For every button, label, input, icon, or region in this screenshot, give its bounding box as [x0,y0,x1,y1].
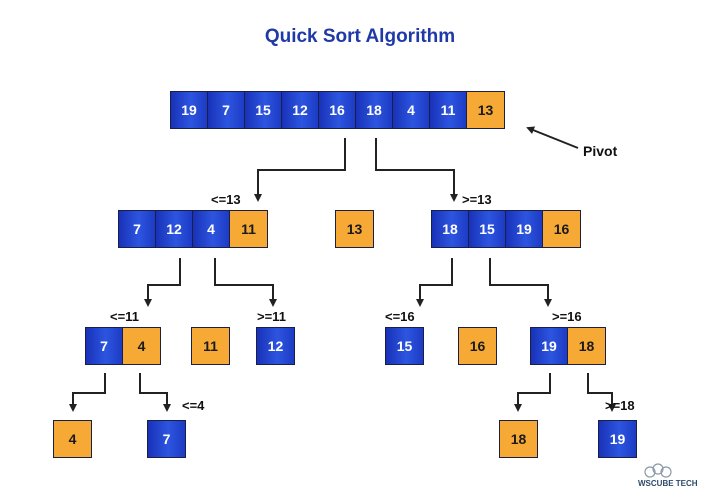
partition-label: >=18 [605,398,635,413]
array-cell: 15 [469,211,506,247]
array-group: 13 [335,210,374,248]
array-cell: 7 [208,92,245,128]
pivot-label: Pivot [583,143,618,159]
pivot-cell: 16 [459,328,496,364]
pivot-cell: 18 [568,328,605,364]
partition-arrow [254,138,346,202]
pivot-cell: 18 [500,421,537,457]
partition-arrow [514,373,551,412]
array-cell: 7 [119,211,156,247]
partition-label: <=13 [211,192,241,207]
array-cell: 15 [386,328,423,364]
pivot-cell: 11 [230,211,267,247]
partition-arrow [587,373,616,412]
array-cell: 18 [432,211,469,247]
array-group: 11 [191,327,230,365]
array-cell: 4 [193,211,230,247]
pivot-cell: 16 [543,211,580,247]
partition-label: >=11 [257,309,286,324]
partition-label: <=4 [182,398,205,413]
partition-arrow [375,138,458,202]
partition-label: <=11 [110,309,139,324]
wscube-tech-logo: WSCUBE TECH [638,463,698,488]
array-cell: 12 [257,328,294,364]
array-group: 19 [598,420,637,458]
array-cell: 7 [148,421,185,457]
partition-label: <=16 [385,309,415,324]
array-cell: 19 [506,211,543,247]
partition-label: >=16 [552,309,582,324]
array-cell: 7 [86,328,123,364]
array-cell: 18 [356,92,393,128]
pivot-cell: 4 [123,328,160,364]
partition-arrow [144,258,181,307]
array-cell: 12 [282,92,319,128]
pivot-cell: 13 [336,211,373,247]
diagram-title: Quick Sort Algorithm [264,26,456,47]
svg-text:WSCUBE TECH: WSCUBE TECH [638,479,698,488]
array-cell: 12 [156,211,193,247]
array-cell: 19 [531,328,568,364]
partition-arrow [416,258,453,307]
array-group: 16 [458,327,497,365]
partition-arrow [214,258,277,307]
array-cell: 4 [393,92,430,128]
pivot-cell: 13 [467,92,504,128]
pivot-cell: 11 [192,328,229,364]
array-cell: 16 [319,92,356,128]
pivot-pointer-arrow [526,126,579,149]
partition-arrow [139,373,171,412]
array-group: 12 [256,327,295,365]
partition-arrow [489,258,552,307]
partition-arrow [69,373,106,412]
array-group: 7 [147,420,186,458]
array-cell: 15 [245,92,282,128]
array-group: 4 [53,420,92,458]
array-group: 15 [385,327,424,365]
array-group: 18 [499,420,538,458]
array-cell: 19 [171,92,208,128]
array-cell: 19 [599,421,636,457]
pivot-cell: 4 [54,421,91,457]
partition-label: >=13 [462,192,492,207]
array-cell: 11 [430,92,467,128]
